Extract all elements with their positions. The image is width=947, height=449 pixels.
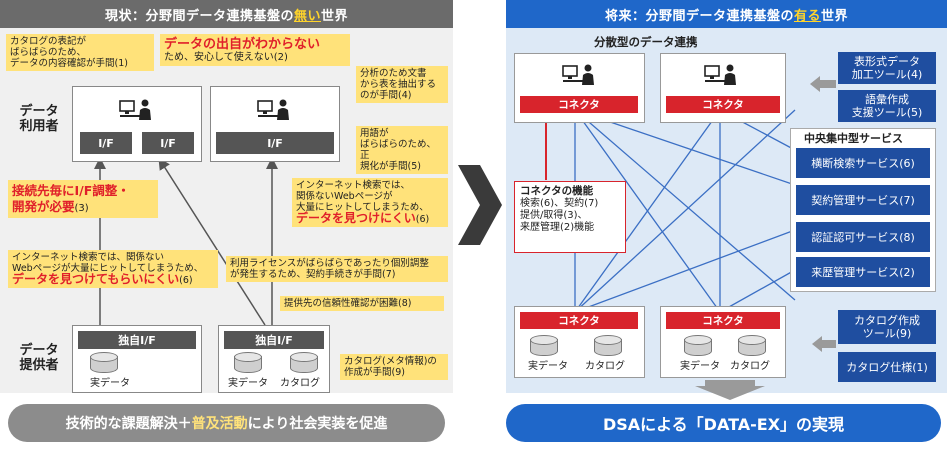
user-pc-icon xyxy=(257,99,289,120)
service-contract: 契約管理サービス(7) xyxy=(796,185,930,215)
left-header: 現状：分野間データ連携基盤の無い世界 xyxy=(0,0,453,28)
note-data-origin-body: ため、安心して使えない(2) xyxy=(164,52,288,63)
data-label: 実データ xyxy=(528,361,568,372)
distributed-title: 分散型のデータ連携 xyxy=(594,35,698,49)
right-header-highlight: 有る xyxy=(793,8,821,24)
connector-bar: コネクタ xyxy=(666,312,780,329)
note-data-origin-title: データの出自がわからない xyxy=(164,37,321,52)
bottom-right-banner: DSAによる「DATA-EX」の実現 xyxy=(506,404,941,442)
note-catalog-create: カタログ(メタ情報)の 作成が手間(9) xyxy=(340,354,448,380)
catalog-label: カタログ xyxy=(585,361,625,372)
note-if-adjust-num: (3) xyxy=(74,203,89,214)
user-pc-icon xyxy=(562,64,594,85)
bottom-left-em: 普及活動 xyxy=(191,416,248,432)
left-header-suffix: 世界 xyxy=(321,8,349,24)
tool-table-processing: 表形式データ 加工ツール(4) xyxy=(838,52,936,84)
connector-function-title: コネクタの機能 xyxy=(520,185,594,197)
service-cross-search: 横断検索サービス(6) xyxy=(796,148,930,178)
note-hard-to-be-found-title: データを見つけてもらいにくい xyxy=(12,272,180,286)
connector-bar: コネクタ xyxy=(520,312,638,329)
catalog-cylinder-icon xyxy=(738,335,766,357)
role-data-users: データ 利用者 xyxy=(19,104,59,134)
connector-bar: コネクタ xyxy=(666,96,780,113)
bottom-left-post: により社会実装を促進 xyxy=(247,416,388,432)
tool-catalog-spec: カタログ仕様(1) xyxy=(838,352,936,382)
note-hard-to-find-title: データを見つけにくい xyxy=(296,211,416,225)
note-data-origin: データの出自がわからない ため、安心して使えない(2) xyxy=(160,34,350,66)
note-trust: 提供先の信頼性確認が困難(8) xyxy=(280,296,444,311)
data-cylinder-icon xyxy=(684,335,712,357)
if-bar-1: I/F xyxy=(80,132,132,154)
note-table-extraction: 分析のため文書 から表を抽出する のが手間(4) xyxy=(356,66,448,103)
catalog-cylinder-icon xyxy=(290,352,318,374)
note-if-adjust-title: 接続先毎にI/F調整・ 開発が必要 xyxy=(12,183,130,214)
connector-bar: コネクタ xyxy=(520,96,638,113)
catalog-label: カタログ xyxy=(280,378,320,389)
own-if-bar-2: 独自I/F xyxy=(224,331,324,349)
note-catalog-notation: カタログの表記が ばらばらのため、 データの内容確認が手間(1) xyxy=(6,34,154,71)
data-label: 実データ xyxy=(90,378,130,389)
data-cylinder-icon xyxy=(234,352,262,374)
connector-function-box: コネクタの機能 検索(6)、契約(7) 提供/取得(3)、 来歴管理(2)機能 xyxy=(514,181,626,253)
data-label: 実データ xyxy=(680,361,720,372)
left-header-prefix: 現状：分野間データ連携基盤の xyxy=(104,8,294,24)
central-services-title: 中央集中型サービス xyxy=(804,132,903,145)
note-hard-to-be-found-body: インターネット検索では、関係ない Webページが大量にヒットしてしまうため、 xyxy=(12,252,204,274)
transition-chevron-icon xyxy=(458,165,502,245)
catalog-cylinder-icon xyxy=(594,335,622,357)
left-header-highlight: 無い xyxy=(293,8,321,24)
if-bar-3: I/F xyxy=(216,132,334,154)
connector-function-body: 検索(6)、契約(7) 提供/取得(3)、 来歴管理(2)機能 xyxy=(520,198,599,233)
tool-catalog-creation: カタログ作成 ツール(9) xyxy=(838,310,936,344)
tool-vocabulary: 語彙作成 支援ツール(5) xyxy=(838,90,936,122)
note-if-adjust: 接続先毎にI/F調整・ 開発が必要(3) xyxy=(8,180,158,218)
own-if-bar-1: 独自I/F xyxy=(78,331,196,349)
note-hard-to-find-num: (6) xyxy=(415,214,430,225)
bottom-left-banner: 技術的な課題解決＋普及活動により社会実装を促進 xyxy=(8,404,445,442)
service-provenance: 来歴管理サービス(2) xyxy=(796,257,930,287)
catalog-label: カタログ xyxy=(730,361,770,372)
user-pc-icon xyxy=(704,64,736,85)
user-pc-icon xyxy=(119,99,151,120)
connector-network-lines xyxy=(540,76,836,400)
role-data-providers: データ 提供者 xyxy=(19,343,59,373)
right-header-suffix: 世界 xyxy=(821,8,849,24)
note-hard-to-find-body: インターネット検索では、 関係ないWebページが 大量にヒットしてしまうため、 xyxy=(296,180,429,213)
note-terminology: 用語が ばらばらのため、正 規化が手間(5) xyxy=(356,126,448,174)
data-label: 実データ xyxy=(228,378,268,389)
note-hard-to-be-found: インターネット検索では、関係ない Webページが大量にヒットしてしまうため、 デ… xyxy=(8,250,218,288)
right-header: 将来：分野間データ連携基盤の有る世界 xyxy=(506,0,947,28)
note-license: 利用ライセンスがばらばらであったり個別調整 が発生するため、契約手続きが手間(7… xyxy=(226,256,448,282)
note-hard-to-be-found-num: (6) xyxy=(179,275,193,286)
data-cylinder-icon xyxy=(90,352,118,374)
data-cylinder-icon xyxy=(530,335,558,357)
right-header-prefix: 将来：分野間データ連携基盤の xyxy=(604,8,794,24)
note-hard-to-find: インターネット検索では、 関係ないWebページが 大量にヒットしてしまうため、 … xyxy=(292,178,448,227)
service-auth: 認証認可サービス(8) xyxy=(796,222,930,252)
if-bar-2: I/F xyxy=(142,132,194,154)
bottom-left-pre: 技術的な課題解決＋ xyxy=(65,416,192,432)
